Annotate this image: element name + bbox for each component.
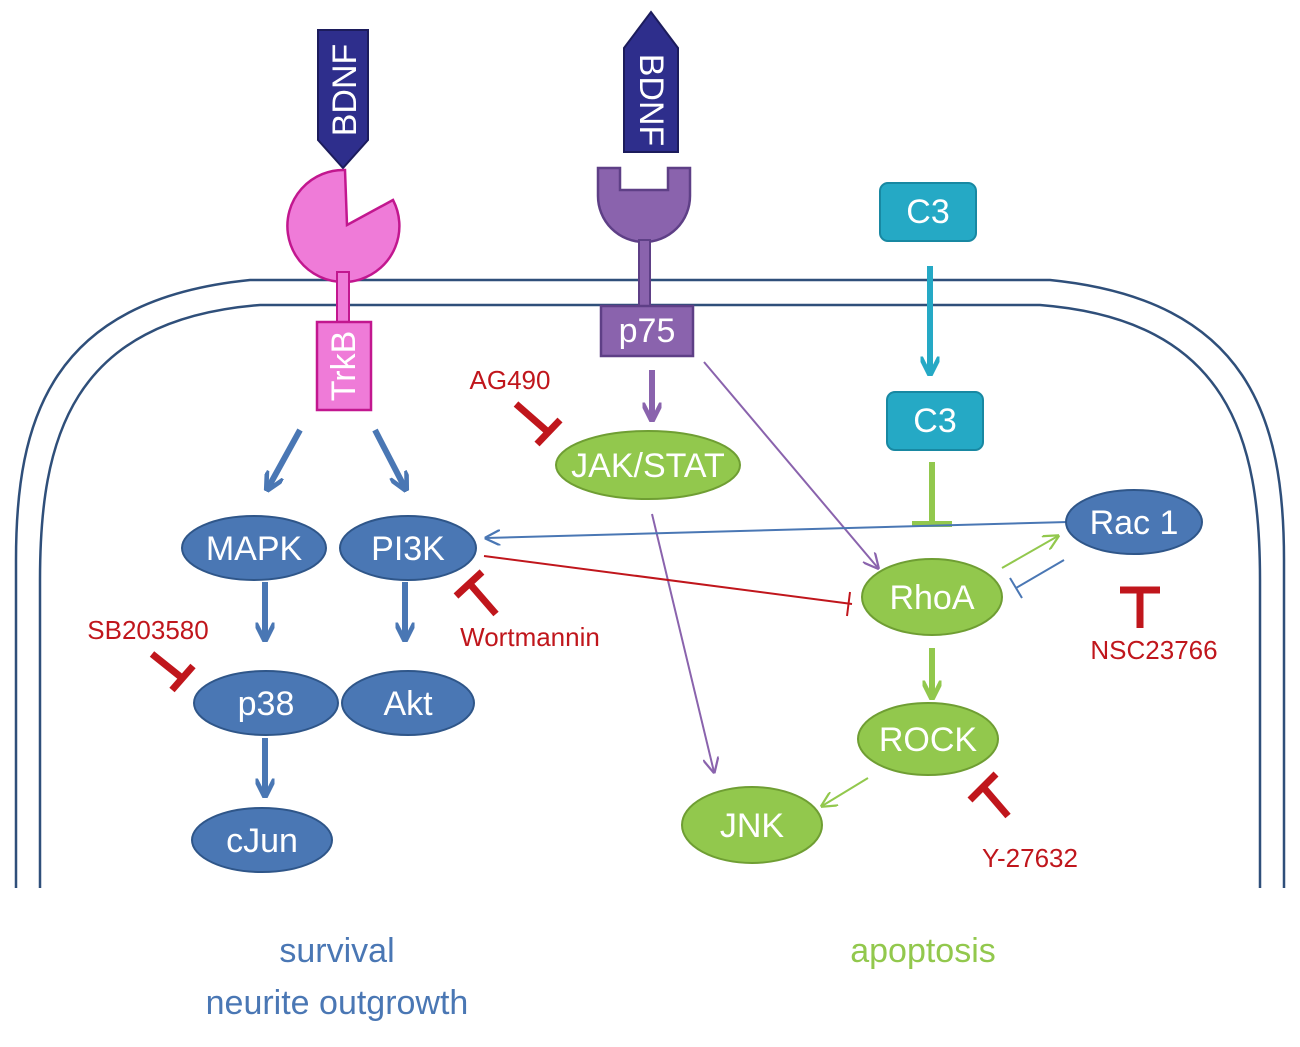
p75-ligand-binding-domain [596, 166, 692, 244]
bdnf-ligand-right: BDNF [623, 10, 679, 153]
cjun-node: cJun [191, 807, 333, 873]
inhibitor-bar-sb203580 [149, 651, 196, 693]
trkb-label: TrkB [325, 331, 363, 402]
jakstat-node: JAK/STAT [555, 430, 741, 500]
rhoa-label: RhoA [889, 579, 974, 617]
p38-label: p38 [238, 685, 295, 723]
outcome-survival-line2: neurite outgrowth [206, 984, 469, 1022]
rock-node: ROCK [857, 702, 999, 776]
bdnf-right-label: BDNF [632, 54, 670, 147]
mapk-label: MAPK [206, 530, 303, 568]
inhibitor-label-sb203580: SB203580 [87, 615, 208, 645]
trkb-receptor: TrkB [286, 168, 401, 412]
p75-box [599, 304, 695, 358]
arrow-trkb-to-mapk [268, 428, 303, 488]
c3-outside-node: C3 [879, 182, 977, 242]
akt-node: Akt [341, 670, 475, 736]
jakstat-label: JAK/STAT [571, 447, 725, 485]
inhibitor-bar-nsc23766 [1120, 586, 1160, 628]
rock-label: ROCK [879, 721, 978, 759]
inhibition-rac1-to-rhoa [1009, 559, 1065, 599]
inhibitor-label-ag490: AG490 [470, 365, 551, 395]
p75-label: p75 [619, 312, 676, 350]
pi3k-label: PI3K [371, 530, 445, 568]
trkb-ligand-binding-domain [286, 168, 401, 284]
pi3k-node: PI3K [339, 515, 477, 581]
arrow-p75-to-rhoa [703, 361, 878, 568]
inhibitor-label-wortmannin: Wortmannin [460, 622, 600, 652]
outcome-survival-line1: survival [279, 932, 394, 970]
rac1-label: Rac 1 [1090, 504, 1179, 542]
mapk-node: MAPK [181, 515, 327, 581]
inhibition-pi3k-to-rhoa [483, 555, 853, 617]
arrow-trkb-to-pi3k [372, 428, 405, 488]
inhibitor-bar-y27632 [967, 771, 1011, 819]
arrow-rhoa-to-rac1 [1001, 536, 1058, 569]
inhibition-c3-to-rhoa [912, 462, 952, 527]
arrow-rock-to-jnk [822, 777, 869, 806]
bdnf-ligand-left: BDNF [317, 29, 369, 170]
c3-outside-label: C3 [906, 193, 949, 231]
inhibitor-bar-ag490 [513, 401, 563, 447]
inhibitor-label-nsc23766: NSC23766 [1090, 635, 1217, 665]
inhibitor-label-y27632: Y-27632 [982, 843, 1078, 873]
bdnf-left-label: BDNF [326, 44, 364, 137]
jnk-node: JNK [681, 786, 823, 864]
outcome-apoptosis: apoptosis [850, 932, 996, 970]
trkb-box [315, 320, 373, 412]
akt-label: Akt [383, 685, 433, 723]
rac1-node: Rac 1 [1065, 489, 1203, 555]
p75-receptor: p75 [596, 166, 695, 358]
inhibitor-bar-wortmannin [453, 569, 499, 617]
arrow-jakstat-to-jnk [651, 513, 714, 772]
arrow-rac1-to-pi3k [486, 521, 1069, 538]
c3-inside-label: C3 [913, 402, 956, 440]
jnk-label: JNK [720, 807, 785, 845]
cjun-label: cJun [226, 822, 298, 860]
c3-inside-node: C3 [886, 391, 984, 451]
p38-node: p38 [193, 670, 339, 736]
rhoa-node: RhoA [861, 558, 1003, 636]
